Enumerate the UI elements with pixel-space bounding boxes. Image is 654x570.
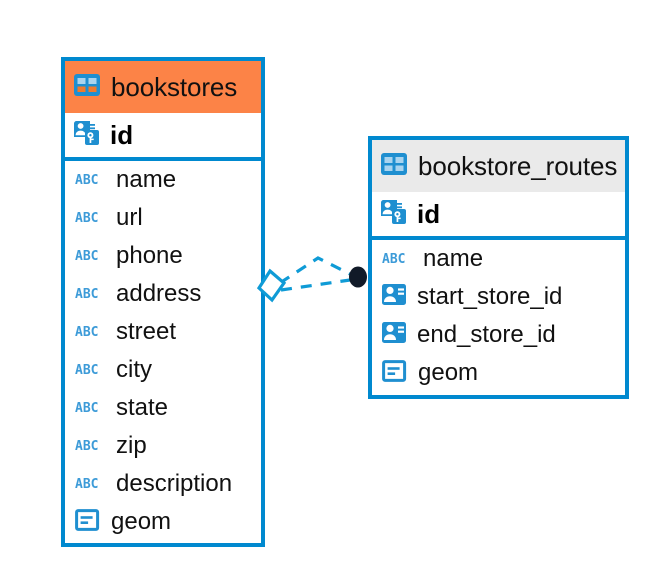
field-row[interactable]: end_store_id xyxy=(372,316,625,354)
foreign-key-icon xyxy=(382,322,406,348)
abc-text-icon: ABC xyxy=(75,210,99,226)
field-row[interactable]: geom xyxy=(372,354,625,392)
field-row[interactable]: ABC city xyxy=(65,351,261,389)
abc-text-icon: ABC xyxy=(75,248,99,264)
field-label: id xyxy=(417,198,441,229)
field-label: zip xyxy=(116,432,147,459)
entity-title: bookstore_routes xyxy=(418,150,618,181)
field-row[interactable]: ABC address xyxy=(65,275,261,313)
entity-header-bookstores[interactable]: bookstores xyxy=(65,61,261,113)
field-label: street xyxy=(116,318,177,345)
field-row[interactable]: ABC url xyxy=(65,199,261,237)
abc-text-icon: ABC xyxy=(75,476,99,492)
field-row[interactable]: ABC phone xyxy=(65,237,261,275)
field-label: phone xyxy=(116,242,183,269)
field-label: geom xyxy=(418,359,479,386)
entity-header-bookstore-routes[interactable]: bookstore_routes xyxy=(372,140,625,192)
field-label: url xyxy=(116,204,143,231)
field-label: start_store_id xyxy=(417,283,563,310)
field-label: city xyxy=(116,356,152,383)
geometry-icon xyxy=(75,508,100,536)
abc-text-icon: ABC xyxy=(75,286,99,302)
field-label: name xyxy=(116,166,177,193)
primary-key-icon xyxy=(381,199,407,229)
abc-text-icon: ABC xyxy=(75,172,99,188)
primary-key-icon xyxy=(74,120,100,150)
entity-title: bookstores xyxy=(111,71,238,102)
geometry-icon xyxy=(382,359,407,387)
field-row[interactable]: ABC name xyxy=(372,240,625,278)
field-row[interactable]: ABC description xyxy=(65,465,261,503)
relationship-line-lower xyxy=(280,278,351,292)
field-row[interactable]: ABC street xyxy=(65,313,261,351)
field-label: end_store_id xyxy=(417,321,556,348)
field-label: state xyxy=(116,394,169,421)
field-row[interactable]: ABC zip xyxy=(65,427,261,465)
field-row-pk[interactable]: id xyxy=(372,192,625,240)
foreign-key-icon xyxy=(382,284,406,310)
field-row[interactable]: ABC name xyxy=(65,161,261,199)
field-label: id xyxy=(110,119,134,150)
relationship-line-upper xyxy=(279,256,353,285)
field-row-pk[interactable]: id xyxy=(65,113,261,161)
field-label: geom xyxy=(111,508,172,535)
filled-circle-marker xyxy=(349,266,367,288)
field-label: name xyxy=(423,245,484,272)
abc-text-icon: ABC xyxy=(75,362,99,378)
table-grid-icon xyxy=(381,152,407,180)
field-row[interactable]: geom xyxy=(65,503,261,541)
field-row[interactable]: ABC state xyxy=(65,389,261,427)
abc-text-icon: ABC xyxy=(382,251,406,267)
abc-text-icon: ABC xyxy=(75,400,99,416)
table-grid-icon xyxy=(74,73,100,101)
abc-text-icon: ABC xyxy=(75,438,99,454)
field-label: address xyxy=(116,280,202,307)
abc-text-icon: ABC xyxy=(75,324,99,340)
field-row[interactable]: start_store_id xyxy=(372,278,625,316)
field-label: description xyxy=(116,470,233,497)
